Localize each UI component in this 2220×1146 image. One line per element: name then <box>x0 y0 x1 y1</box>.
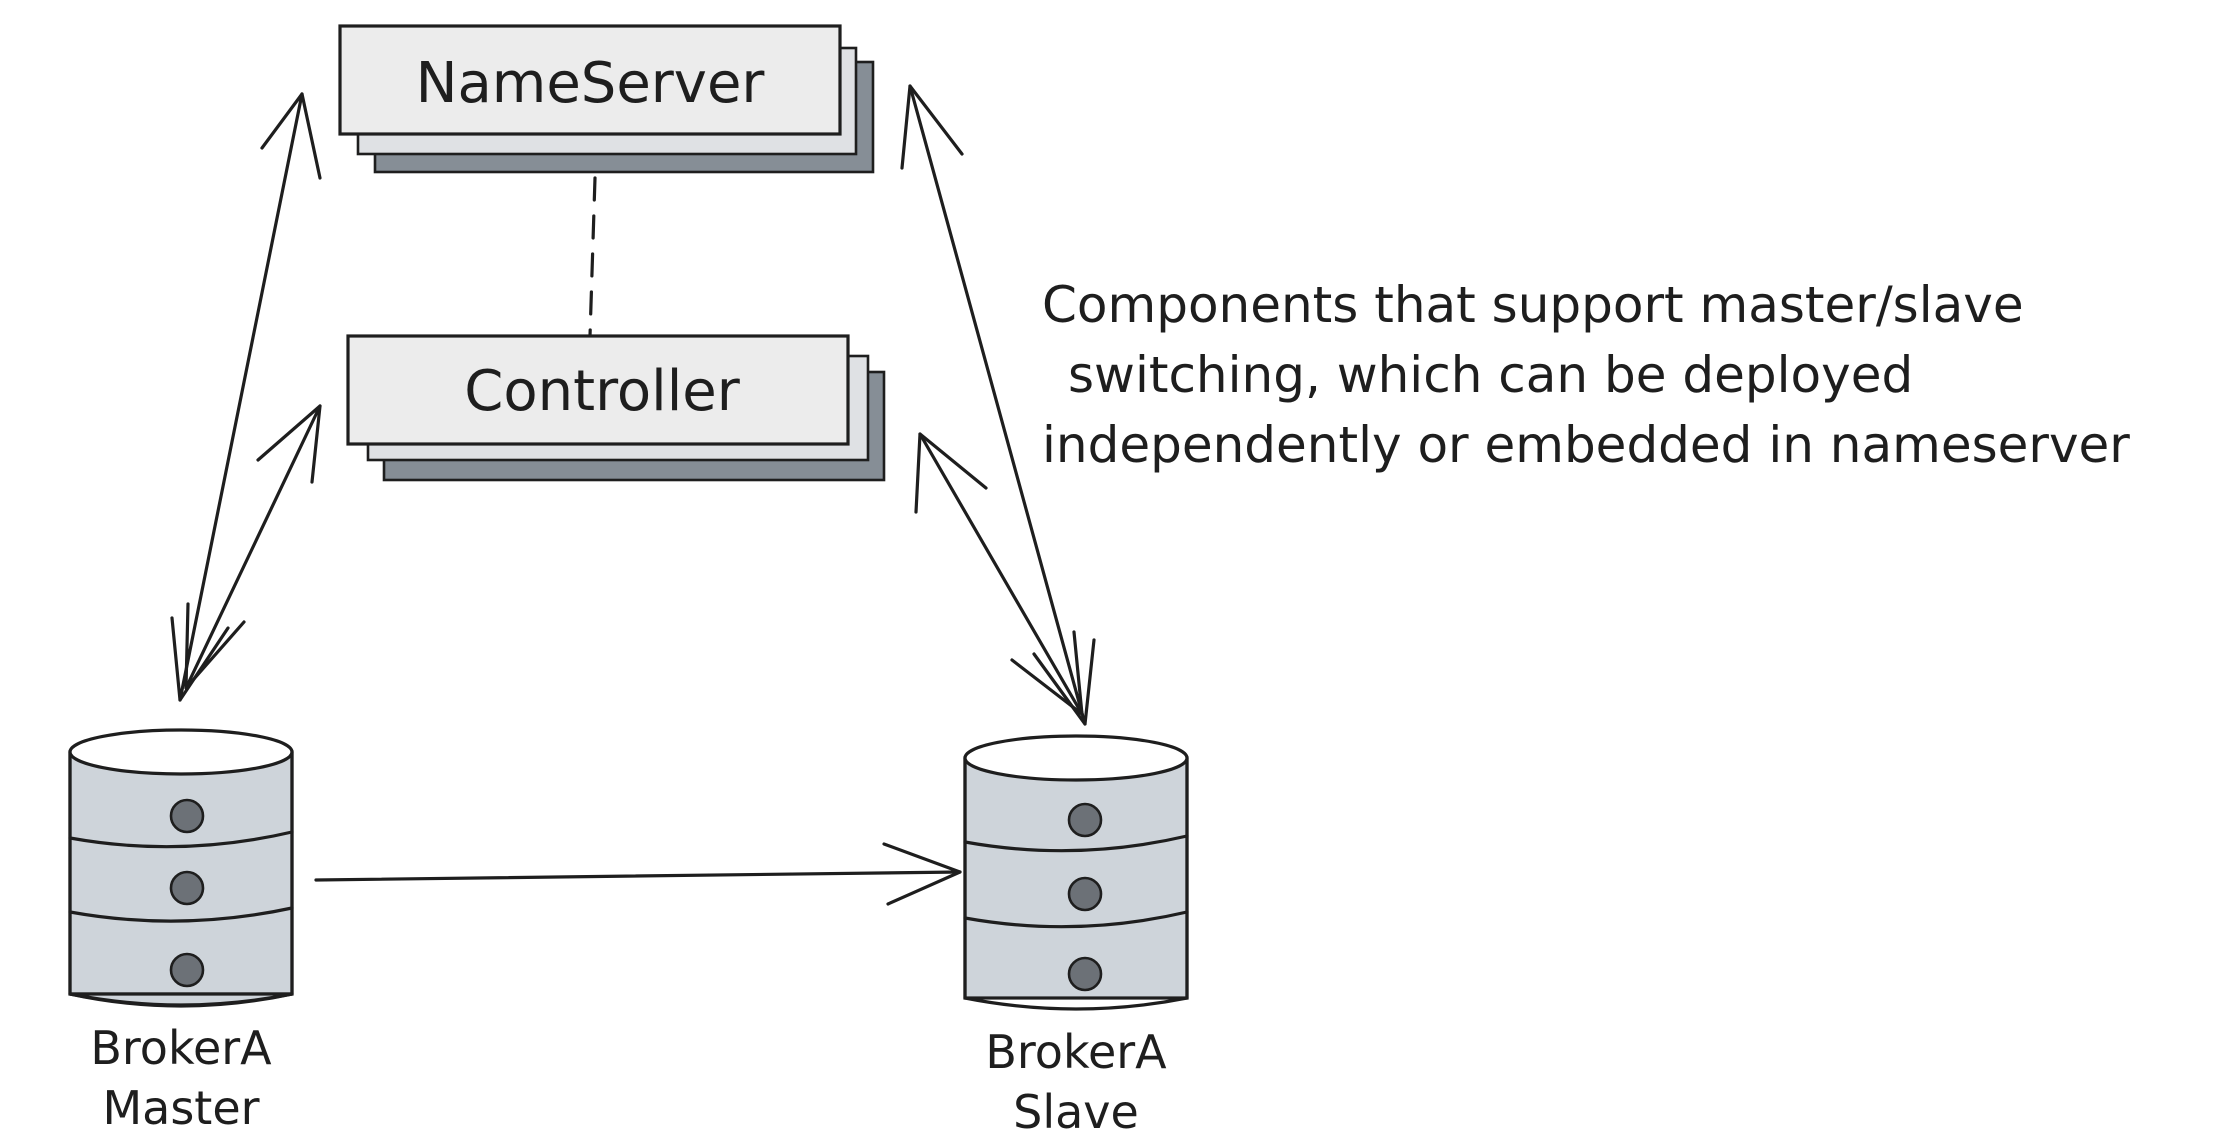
annotation-line-1: Components that support master/slave <box>1042 276 2024 334</box>
slave-controller-arrow <box>914 432 1084 716</box>
disk-dot-icon <box>1067 956 1103 992</box>
disk-dot-icon <box>169 870 205 906</box>
broker-master-label-line1: BrokerA <box>90 1021 272 1075</box>
broker-slave-label-line2: Slave <box>1013 1085 1139 1139</box>
disk-dot-icon <box>1067 802 1103 838</box>
nameserver-label: NameServer <box>416 51 766 116</box>
master-controller-arrow <box>184 404 322 690</box>
disk-dot-icon <box>169 952 205 988</box>
broker-master-db <box>68 728 294 1008</box>
controller-label: Controller <box>464 359 740 424</box>
disk-dot-icon <box>169 798 205 834</box>
master-slave-replication-arrow <box>314 842 962 906</box>
broker-slave-db <box>963 734 1189 1011</box>
controller-stack: Controller <box>346 334 886 482</box>
broker-slave-label-line1: BrokerA <box>985 1025 1167 1079</box>
nameserver-controller-dashed-link <box>588 176 597 338</box>
master-nameserver-arrow <box>170 92 322 702</box>
annotation-line-3: independently or embedded in nameserver <box>1042 416 2130 474</box>
broker-master-label-line2: Master <box>102 1081 259 1135</box>
nameserver-stack: NameServer <box>338 24 875 174</box>
annotation-line-2: switching, which can be deployed <box>1068 346 1913 404</box>
disk-dot-icon <box>1067 876 1103 912</box>
controller-annotation: Components that support master/slave swi… <box>1042 276 2130 474</box>
slave-nameserver-arrow <box>900 84 1096 726</box>
